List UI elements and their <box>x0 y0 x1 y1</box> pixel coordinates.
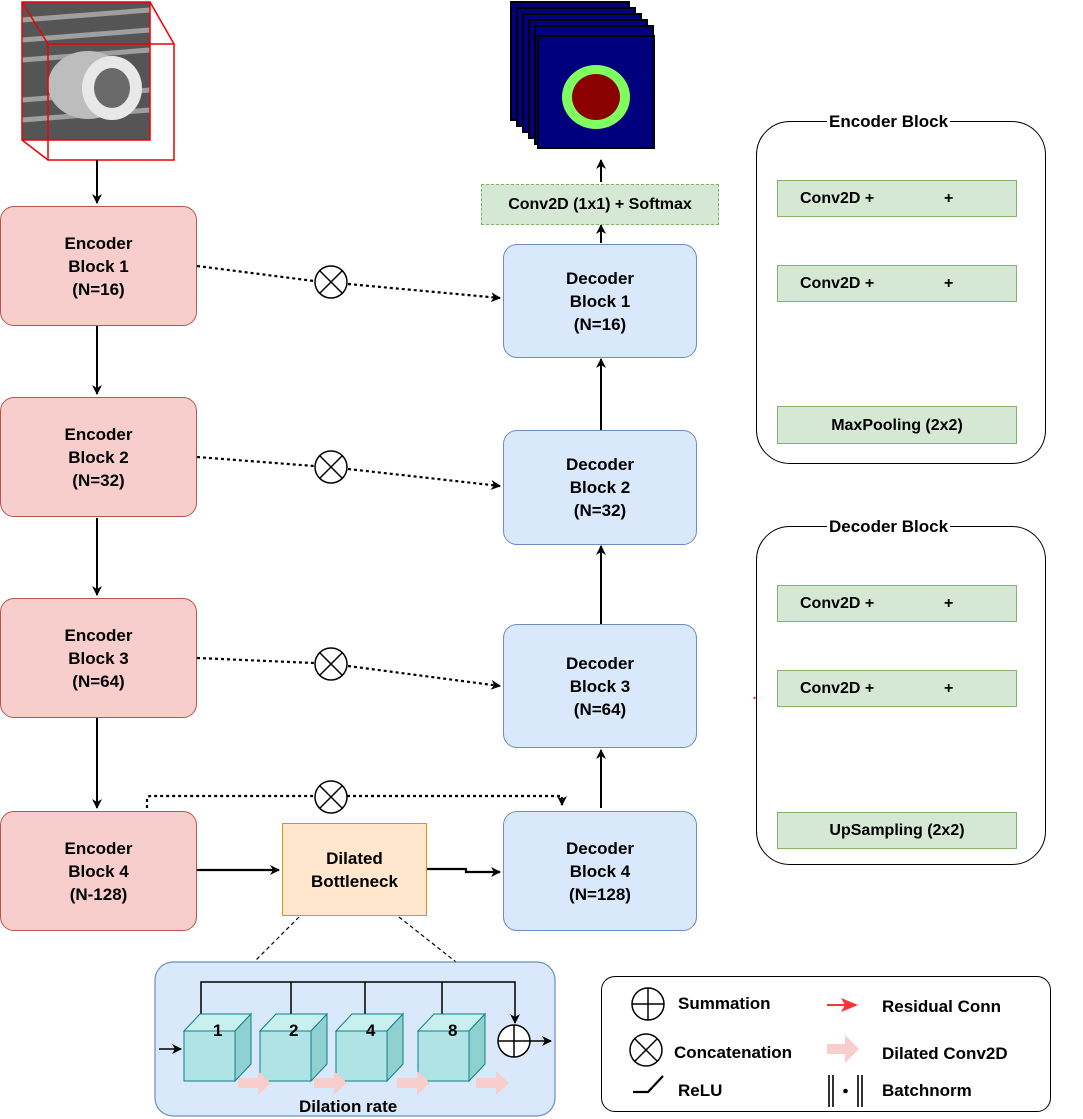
dilation-cubes <box>182 1012 487 1083</box>
encoder-block-1: Encoder Block 1 (N=16) <box>0 206 197 326</box>
relu-icon <box>633 1075 664 1094</box>
dilation-rate-4: 4 <box>366 1021 376 1040</box>
skip-connections <box>145 264 567 808</box>
conv-label: Conv2D + <box>800 190 875 207</box>
batchnorm-icon <box>828 1075 863 1107</box>
dilation-caption: Dilation rate <box>299 1097 398 1116</box>
decoder-block-4: Decoder Block 4 (N=128) <box>503 811 697 931</box>
decoder-panel-title: Decoder Block <box>827 517 951 537</box>
dilation-rate-8: 8 <box>448 1021 458 1040</box>
plus-sign: + <box>944 275 954 292</box>
dilated-conv-arrows <box>238 1071 509 1095</box>
dilated-bottleneck: Dilated Bottleneck <box>282 823 427 916</box>
bottleneck-zoom-lines <box>253 916 457 963</box>
legend: Summation Concatenation ReLU Residual Co… <box>601 976 1051 1112</box>
encoder-block-3: Encoder Block 3 (N=64) <box>0 598 197 718</box>
concatenation-icon <box>629 1033 663 1067</box>
decoder-block-2: Decoder Block 2 (N=32) <box>503 430 697 545</box>
conv-label: Conv2D + <box>800 595 875 612</box>
encoder-conv-2: Conv2D + + <box>777 265 1017 302</box>
decoder-block-3: Decoder Block 3 (N=64) <box>503 624 697 748</box>
dilation-rate-1: 1 <box>213 1021 223 1040</box>
dilated-conv-icon <box>827 1035 859 1063</box>
legend-dilated-label: Dilated Conv2D <box>882 1044 1008 1063</box>
conv-label: Conv2D + <box>800 680 875 697</box>
encoder-panel-title: Encoder Block <box>827 112 951 132</box>
legend-batchnorm-label: Batchnorm <box>882 1081 972 1100</box>
encoder-conv-1: Conv2D + + <box>777 180 1017 217</box>
legend-summation-label: Summation <box>678 994 771 1013</box>
output-segmentation-stack <box>510 1 655 149</box>
residual-arrow-icon <box>827 998 858 1012</box>
encoder-block-2: Encoder Block 2 (N=32) <box>0 397 197 517</box>
summation-icon <box>497 1024 531 1058</box>
input-mri-image <box>21 1 175 161</box>
plus-sign: + <box>944 190 954 207</box>
legend-residual-label: Residual Conn <box>882 997 1002 1016</box>
conv-label: Conv2D + <box>800 275 875 292</box>
decoder-conv-2: Conv2D + + <box>777 585 1017 622</box>
legend-concatenation-label: Concatenation <box>674 1043 793 1062</box>
bottleneck-arrows <box>197 865 501 877</box>
legend-relu-label: ReLU <box>678 1081 723 1100</box>
summation-icon <box>631 987 665 1021</box>
concat-icons <box>314 265 348 814</box>
dilation-rate-2: 2 <box>289 1021 299 1040</box>
decoder-block-1: Decoder Block 1 (N=16) <box>503 244 697 358</box>
decoder-upsampling: UpSampling (2x2) <box>777 812 1017 849</box>
encoder-maxpool: MaxPooling (2x2) <box>777 406 1017 444</box>
output-conv-softmax: Conv2D (1x1) + Softmax <box>481 184 719 225</box>
plus-sign: + <box>944 680 954 697</box>
decoder-conv-1: Conv2D + + <box>777 670 1017 707</box>
encoder-block-4: Encoder Block 4 (N-128) <box>0 811 197 931</box>
plus-sign: + <box>944 595 954 612</box>
